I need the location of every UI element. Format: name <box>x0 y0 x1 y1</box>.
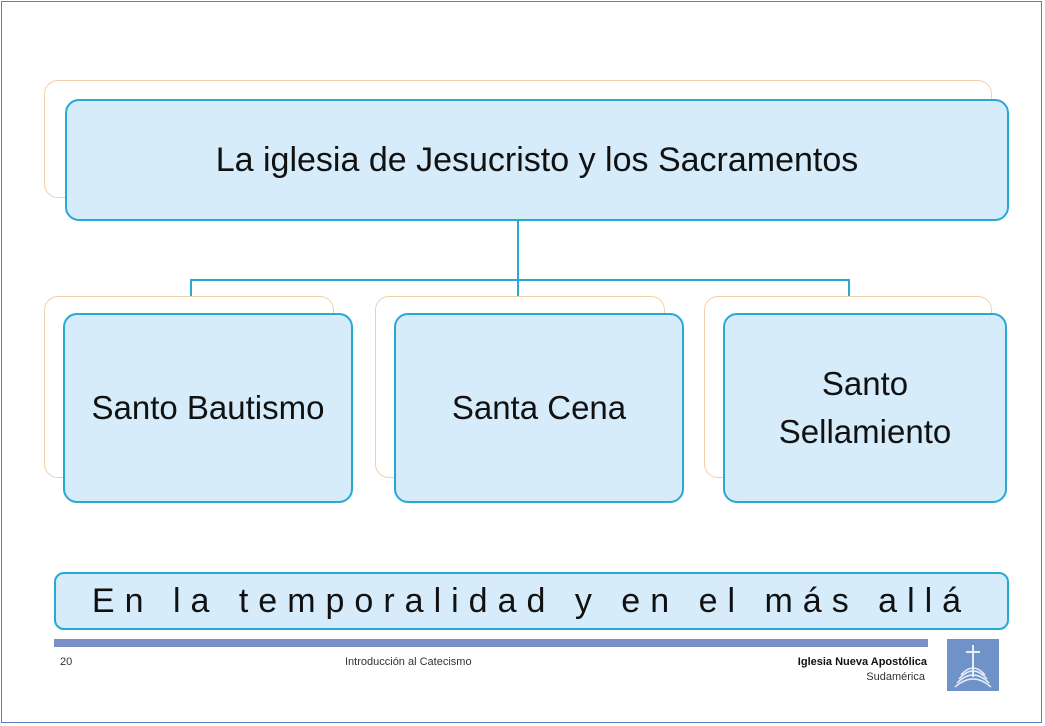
connector-child-2 <box>517 279 519 299</box>
child-node-santa-cena: Santa Cena <box>394 313 684 503</box>
connector-child-1 <box>190 279 192 299</box>
course-title: Introducción al Catecismo <box>345 656 472 668</box>
root-node: La iglesia de Jesucristo y los Sacrament… <box>65 99 1009 221</box>
connector-child-3 <box>848 279 850 299</box>
church-logo-graphic <box>954 645 992 688</box>
organization-name: Iglesia Nueva Apostólica <box>797 656 927 668</box>
footer-bar <box>54 639 928 647</box>
banner: En la temporalidad y en el más allá <box>54 572 1009 630</box>
child-node-santo-sellamiento: Santo Sellamiento <box>723 313 1007 503</box>
organization-region: Sudamérica <box>866 671 925 683</box>
connector-horizontal <box>190 279 850 281</box>
connector-root-vertical <box>517 221 519 279</box>
child-node-santo-bautismo: Santo Bautismo <box>63 313 353 503</box>
church-logo-icon <box>947 639 999 691</box>
page-number: 20 <box>60 656 73 668</box>
